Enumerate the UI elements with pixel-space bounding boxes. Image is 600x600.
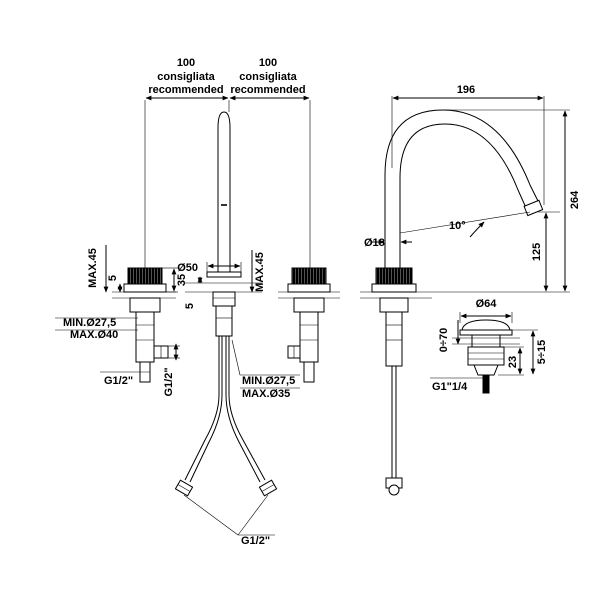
left-min-hole: MIN.Ø27,5 <box>63 317 116 329</box>
left-conn-vertical: G1/2" <box>163 367 175 396</box>
center-max-thickness: MAX.45 <box>254 252 266 292</box>
waste-diameter: Ø64 <box>476 298 498 310</box>
waste-adjust: 0÷70 <box>438 328 450 352</box>
center-min-hole: MIN.Ø27,5 <box>242 375 295 387</box>
spacing-dimension: 100 consigliata recommended 100 consigli… <box>144 57 311 272</box>
left-spacing-note-en: recommended <box>148 84 223 96</box>
left-max-thickness: MAX.45 <box>87 248 99 288</box>
spout-angle: 10° <box>449 220 466 232</box>
left-knob <box>127 267 163 285</box>
right-spacing-value: 100 <box>259 57 277 69</box>
center-max-hole: MAX.Ø35 <box>242 388 290 400</box>
spout-front-view: Ø50 5 MAX.45 MIN.Ø27,5 MAX.Ø35 G1/2" <box>174 111 300 547</box>
side-view: 196 264 125 10° Ø18 <box>360 84 581 496</box>
right-spacing-note-it: consigliata <box>239 71 297 83</box>
left-knob-gap: 5 <box>107 275 119 281</box>
left-valve: MAX.45 5 35 MIN.Ø27,5 MAX.Ø40 G1/2" G1/2… <box>55 245 188 397</box>
spout-base-gap: 5 <box>184 303 196 309</box>
spout-diameter: Ø18 <box>364 237 385 249</box>
left-max-hole: MAX.Ø40 <box>70 329 118 341</box>
spout-height: 125 <box>531 243 543 261</box>
overall-height: 264 <box>569 190 581 209</box>
right-knob <box>291 267 327 285</box>
hose-connection: G1/2" <box>241 535 270 547</box>
side-knob <box>375 267 413 285</box>
left-spacing-note-it: consigliata <box>157 71 215 83</box>
waste-valve: Ø64 0÷70 23 5÷15 G1"1/4 <box>430 298 548 394</box>
overall-reach: 196 <box>457 84 475 96</box>
spout-base-diameter: Ø50 <box>177 262 198 274</box>
waste-thread: G1"1/4 <box>432 381 468 393</box>
left-knob-height: 35 <box>176 274 188 286</box>
left-conn-horizontal: G1/2" <box>104 375 133 387</box>
right-spacing-note-en: recommended <box>230 84 305 96</box>
left-spacing-value: 100 <box>177 57 195 69</box>
waste-lift: 5÷15 <box>536 340 548 364</box>
waste-height: 23 <box>507 356 519 368</box>
right-valve <box>278 267 340 383</box>
